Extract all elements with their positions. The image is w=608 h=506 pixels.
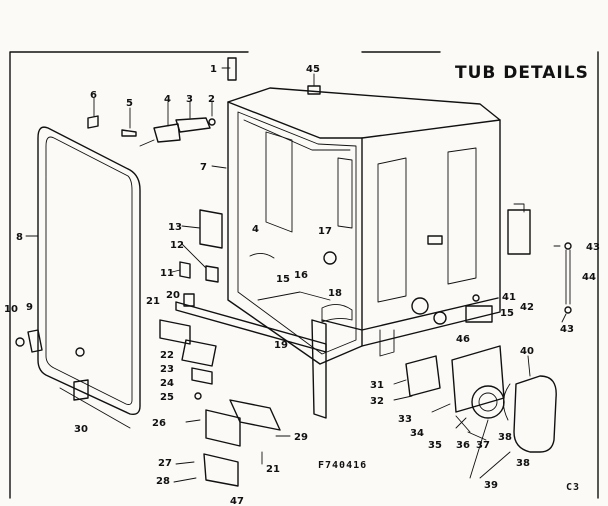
part-label-21a: 21 [146, 296, 160, 307]
part-label-34: 34 [410, 428, 424, 439]
part-label-39: 39 [484, 480, 498, 491]
part-label-41: 41 [502, 292, 516, 303]
part-label-5: 5 [126, 98, 133, 109]
part-label-7: 7 [200, 162, 207, 173]
left-side-hardware [179, 209, 223, 307]
part-label-45: 45 [306, 64, 320, 75]
part-label-21b: 21 [266, 464, 280, 475]
part-label-29: 29 [294, 432, 308, 443]
part-label-2: 2 [208, 94, 215, 105]
part-label-46: 46 [456, 334, 470, 345]
part-label-32: 32 [370, 396, 384, 407]
part-label-10: 10 [4, 304, 18, 315]
part-label-26: 26 [152, 418, 166, 429]
part-label-19: 19 [274, 340, 288, 351]
part-label-38a: 38 [498, 432, 512, 443]
part-label-11: 11 [160, 268, 174, 279]
part-label-15b: 15 [500, 308, 514, 319]
diagram-title: TUB DETAILS [455, 63, 589, 83]
pump-motor-assembly [405, 203, 572, 453]
part-label-27: 27 [158, 458, 172, 469]
tub-body [227, 87, 501, 365]
part-label-23: 23 [160, 364, 174, 375]
part-labels: 1 2 3 4 5 6 7 8 9 10 11 12 13 4 15 16 17… [4, 64, 600, 506]
corner-code: C3 [566, 482, 580, 493]
part-label-17: 17 [318, 226, 332, 237]
part-label-31: 31 [370, 380, 384, 391]
part-label-40: 40 [520, 346, 534, 357]
part-label-35: 35 [428, 440, 442, 451]
door-hinge-parts [15, 329, 89, 401]
door-support-rail [159, 301, 327, 487]
drawing-code: F740416 [318, 460, 367, 471]
part-label-47: 47 [230, 496, 244, 506]
part-label-42: 42 [520, 302, 534, 313]
part-label-28: 28 [156, 476, 170, 487]
diagram-border [9, 51, 599, 499]
part-label-16: 16 [294, 270, 308, 281]
part-label-24: 24 [160, 378, 174, 389]
part-label-36: 36 [456, 440, 470, 451]
part-label-3: 3 [186, 94, 193, 105]
part-label-38b: 38 [516, 458, 530, 469]
leader-lines [25, 67, 567, 479]
part-label-44: 44 [582, 272, 596, 283]
part-label-22: 22 [160, 350, 174, 361]
part-label-4b: 4 [252, 224, 259, 235]
part-label-18: 18 [328, 288, 342, 299]
part-label-9: 9 [26, 302, 33, 313]
part-label-33: 33 [398, 414, 412, 425]
part-label-37: 37 [476, 440, 490, 451]
part-label-43a: 43 [586, 242, 600, 253]
part-label-6: 6 [90, 90, 97, 101]
part-label-15a: 15 [276, 274, 290, 285]
part-label-13: 13 [168, 222, 182, 233]
part-label-1: 1 [210, 64, 217, 75]
part-label-43b: 43 [560, 324, 574, 335]
part-label-25: 25 [160, 392, 174, 403]
part-label-12: 12 [170, 240, 184, 251]
top-hardware [87, 57, 321, 147]
door-gasket [37, 126, 141, 429]
part-label-8: 8 [16, 232, 23, 243]
part-label-30: 30 [74, 424, 88, 435]
part-label-4: 4 [164, 94, 171, 105]
part-label-20: 20 [166, 290, 180, 301]
